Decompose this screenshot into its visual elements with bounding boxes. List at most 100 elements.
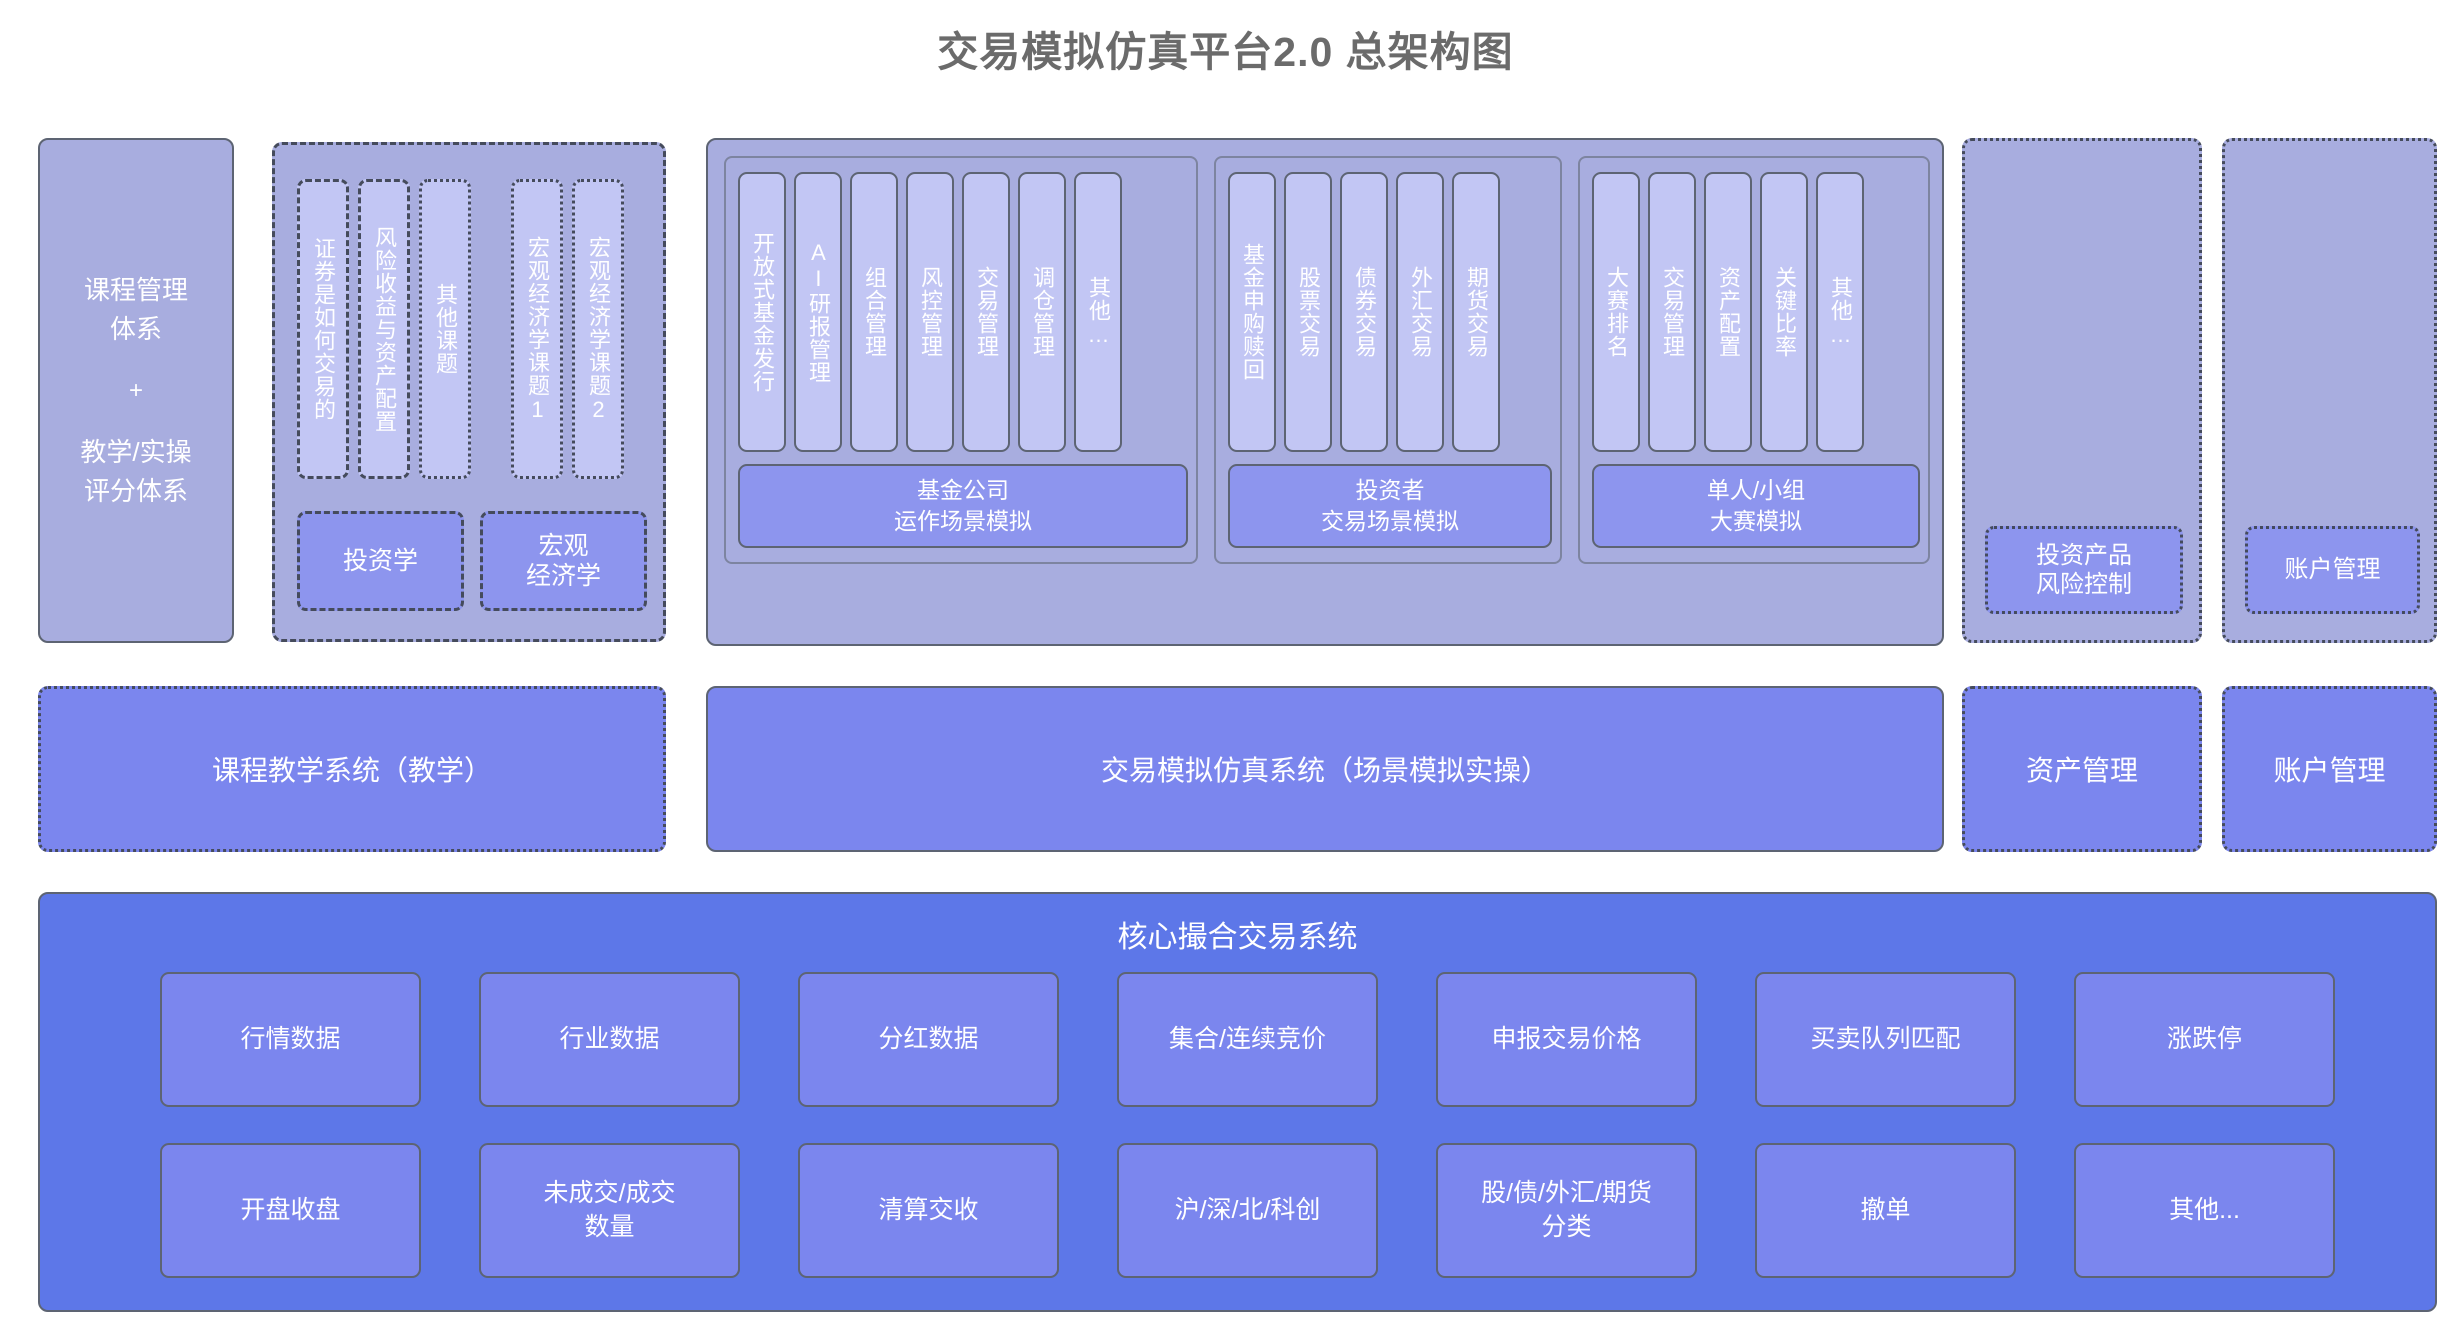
sim-group-fund-company: 开放式基金发行 AI研报管理 组合管理 风控管理 交易管理 调仓管理 其他… 基… [724,156,1198,564]
account-card[interactable]: 账户管理 [2245,526,2420,614]
module-card[interactable]: 交易管理 [962,172,1010,452]
course-management-line3: 教学/实操 [80,436,192,467]
module-label: 大赛排名 [1603,266,1629,358]
system-account-management[interactable]: 账户管理 [2222,686,2437,852]
module-label: 其他… [1827,276,1853,348]
module-card[interactable]: 交易管理 [1648,172,1696,452]
module-card[interactable]: 大赛排名 [1592,172,1640,452]
page-title: 交易模拟仿真平台2.0 总架构图 [937,29,1514,75]
module-card[interactable]: 开放式基金发行 [738,172,786,452]
subject-investment-label: 投资学 [342,546,418,575]
module-label: 债券交易 [1351,266,1377,358]
subject-investment[interactable]: 投资学 [297,511,464,611]
course-topic-card[interactable]: 风险收益与资产配置 [358,179,410,479]
core-feature-cell[interactable]: 清算交收 [798,1143,1059,1278]
account-panel: 账户管理 [2222,138,2437,643]
core-matching-engine-title: 核心撮合交易系统 [1117,921,1358,954]
core-feature-cell[interactable]: 未成交/成交数量 [479,1143,740,1278]
module-card[interactable]: 期货交易 [1452,172,1500,452]
core-feature-cell[interactable]: 撤单 [1755,1143,2016,1278]
core-feature-label: 买卖队列匹配 [1810,1024,1961,1053]
core-feature-label: 其他... [2169,1195,2240,1224]
module-card[interactable]: 组合管理 [850,172,898,452]
course-management-line2: 体系 [109,313,162,344]
scenario-investor[interactable]: 投资者 交易场景模拟 [1228,464,1552,548]
scenario-fund-company[interactable]: 基金公司 运作场景模拟 [738,464,1188,548]
course-management-line1: 课程管理 [83,274,188,305]
module-column: 开放式基金发行 AI研报管理 组合管理 风控管理 交易管理 调仓管理 其他… [738,172,1122,452]
module-label: 关键比率 [1771,266,1797,358]
core-feature-cell[interactable]: 分红数据 [798,972,1059,1107]
system-asset-management[interactable]: 资产管理 [1962,686,2202,852]
course-topic-card[interactable]: 其他课题 [419,179,471,479]
module-card[interactable]: 股票交易 [1284,172,1332,452]
module-column: 基金申购赎回 股票交易 债券交易 外汇交易 期货交易 [1228,172,1500,452]
course-management-panel: 课程管理 体系 + 教学/实操 评分体系 [38,138,234,643]
module-card[interactable]: 基金申购赎回 [1228,172,1276,452]
core-feature-cell[interactable]: 买卖队列匹配 [1755,972,2016,1107]
module-label: 其他… [1085,276,1111,348]
module-card[interactable]: 其他… [1074,172,1122,452]
core-feature-label: 清算交收 [878,1195,979,1224]
module-column: 大赛排名 交易管理 资产配置 关键比率 其他… [1592,172,1864,452]
trading-simulation-panel: 开放式基金发行 AI研报管理 组合管理 风控管理 交易管理 调仓管理 其他… 基… [706,138,1944,646]
course-topic-label: 其他课题 [432,283,458,375]
course-topic-card[interactable]: 宏观经济学课题2 [572,179,624,479]
core-matching-engine-panel: 核心撮合交易系统 行情数据 行业数据 分红数据 集合/连续竞价 申报交易价格 买… [38,892,2437,1312]
system-course-teaching[interactable]: 课程教学系统（教学） [38,686,666,852]
module-label: 开放式基金发行 [749,231,775,393]
module-label: 期货交易 [1463,266,1489,358]
core-feature-cell[interactable]: 行业数据 [479,972,740,1107]
core-feature-cell[interactable]: 其他... [2074,1143,2335,1278]
module-card[interactable]: 调仓管理 [1018,172,1066,452]
scenario-contest[interactable]: 单人/小组 大赛模拟 [1592,464,1920,548]
core-feature-label: 行业数据 [559,1024,660,1053]
system-trading-simulation[interactable]: 交易模拟仿真系统（场景模拟实操） [706,686,1944,852]
core-feature-label: 沪/深/北/科创 [1174,1195,1321,1224]
sim-group-contest: 大赛排名 交易管理 资产配置 关键比率 其他… 单人/小组 大赛模拟 [1578,156,1930,564]
course-management-text: 课程管理 体系 + 教学/实操 评分体系 [80,271,191,511]
topic-row-spacer [480,179,502,479]
module-label: 股票交易 [1295,266,1321,358]
core-feature-cell[interactable]: 行情数据 [160,972,421,1107]
core-feature-cell[interactable]: 集合/连续竞价 [1117,972,1378,1107]
module-card[interactable]: 关键比率 [1760,172,1808,452]
core-feature-label: 未成交/成交数量 [543,1178,676,1241]
module-label: 外汇交易 [1407,266,1433,358]
core-feature-cell[interactable]: 开盘收盘 [160,1143,421,1278]
core-feature-cell[interactable]: 股/债/外汇/期货分类 [1436,1143,1697,1278]
module-card[interactable]: 资产配置 [1704,172,1752,452]
course-topic-label: 风险收益与资产配置 [371,225,397,433]
core-feature-cell[interactable]: 申报交易价格 [1436,972,1697,1107]
course-topic-card[interactable]: 宏观经济学课题1 [511,179,563,479]
module-label: 组合管理 [861,266,887,358]
module-card[interactable]: 外汇交易 [1396,172,1444,452]
scenario-label: 单人/小组 大赛模拟 [1706,476,1806,534]
module-label: 风控管理 [917,266,943,358]
core-feature-cell[interactable]: 沪/深/北/科创 [1117,1143,1378,1278]
module-label: AI研报管理 [805,240,831,384]
module-card[interactable]: AI研报管理 [794,172,842,452]
module-label: 资产配置 [1715,266,1741,358]
risk-control-card[interactable]: 投资产品 风险控制 [1985,526,2183,614]
module-card[interactable]: 债券交易 [1340,172,1388,452]
course-subject-row: 投资学 宏观 经济学 [297,511,647,611]
system-asset-management-label: 资产管理 [2025,755,2138,786]
module-card[interactable]: 其他… [1816,172,1864,452]
account-card-label: 账户管理 [2284,556,2381,584]
module-card[interactable]: 风控管理 [906,172,954,452]
plus-symbol: + [128,376,143,404]
subject-macroeconomics-label: 宏观 经济学 [525,531,601,591]
course-topic-label: 宏观经济学课题1 [524,235,550,423]
system-trading-simulation-label: 交易模拟仿真系统（场景模拟实操） [1100,755,1549,786]
core-feature-cell[interactable]: 涨跌停 [2074,972,2335,1107]
course-topic-label: 宏观经济学课题2 [585,235,611,423]
core-feature-label: 开盘收盘 [240,1195,341,1224]
course-topic-card[interactable]: 证券是如何交易的 [297,179,349,479]
course-topic-row: 证券是如何交易的 风险收益与资产配置 其他课题 宏观经济学课题1 宏观经济学课题… [297,179,624,479]
core-feature-label: 股/债/外汇/期货分类 [1481,1178,1652,1241]
core-feature-label: 集合/连续竞价 [1169,1024,1326,1053]
core-feature-grid: 行情数据 行业数据 分红数据 集合/连续竞价 申报交易价格 买卖队列匹配 涨跌停… [160,972,2335,1278]
subject-macroeconomics[interactable]: 宏观 经济学 [480,511,647,611]
